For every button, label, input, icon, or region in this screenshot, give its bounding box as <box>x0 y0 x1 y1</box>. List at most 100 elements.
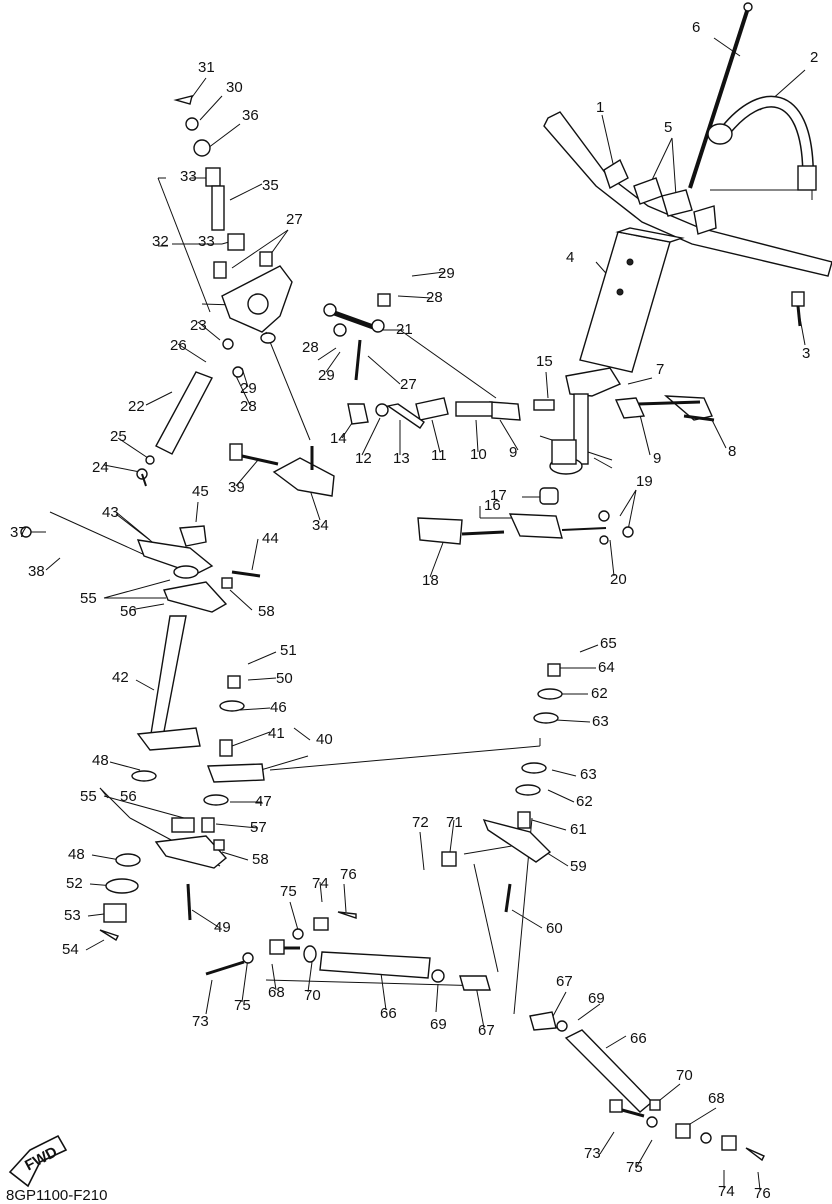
drawing-code: 8GP1100-F210 <box>6 1187 107 1204</box>
callout-9: 9 <box>509 444 517 461</box>
callout-46: 46 <box>270 699 287 716</box>
rod-9-10-11 <box>347 397 521 429</box>
steering-arm-43 <box>20 525 261 578</box>
callout-26: 26 <box>170 337 187 354</box>
callout-29: 29 <box>318 367 335 384</box>
callout-56: 56 <box>120 603 137 620</box>
callout-66: 66 <box>630 1030 647 1047</box>
callout-68: 68 <box>268 984 285 1001</box>
callout-28: 28 <box>302 339 319 356</box>
handlebar-holder <box>633 177 717 235</box>
callout-12: 12 <box>355 450 372 467</box>
fwd-arrow-icon: FWD <box>8 1134 68 1188</box>
callout-41: 41 <box>268 725 285 742</box>
callout-28: 28 <box>240 398 257 415</box>
upper-arm-55-56 <box>163 565 233 613</box>
tie-rod-66-right <box>529 1011 765 1162</box>
callout-10: 10 <box>470 446 487 463</box>
callout-33: 33 <box>198 233 215 250</box>
callout-55: 55 <box>80 590 97 607</box>
callout-17: 17 <box>490 487 507 504</box>
callout-48: 48 <box>92 752 109 769</box>
callout-34: 34 <box>312 517 329 534</box>
relay-arm-59 <box>441 818 552 913</box>
callout-62: 62 <box>591 685 608 702</box>
steering-column-cover <box>579 227 685 373</box>
callout-24: 24 <box>92 459 109 476</box>
callout-27: 27 <box>286 211 303 228</box>
callout-61: 61 <box>570 821 587 838</box>
callout-42: 42 <box>112 669 129 686</box>
callout-16: 16 <box>484 497 501 514</box>
bracket-34 <box>229 443 335 497</box>
bolts-19-20 <box>561 510 634 545</box>
callout-69: 69 <box>430 1016 447 1033</box>
callout-67: 67 <box>478 1022 495 1039</box>
callout-67: 67 <box>556 973 573 990</box>
callout-51: 51 <box>280 642 297 659</box>
callout-43: 43 <box>102 504 119 521</box>
stack-61-65 <box>515 663 563 829</box>
callout-73: 73 <box>584 1145 601 1162</box>
upper-bracket <box>213 251 293 344</box>
tie-rod-66-left <box>205 911 491 991</box>
bolt-3 <box>791 291 805 327</box>
callout-53: 53 <box>64 907 81 924</box>
callout-52: 52 <box>66 875 83 892</box>
callout-20: 20 <box>610 571 627 588</box>
callout-22: 22 <box>128 398 145 415</box>
callout-59: 59 <box>570 858 587 875</box>
callout-32: 32 <box>152 233 169 250</box>
callout-39: 39 <box>228 479 245 496</box>
callout-21: 21 <box>396 321 413 338</box>
callout-75: 75 <box>234 997 251 1014</box>
callout-30: 30 <box>226 79 243 96</box>
top-stack-30-36 <box>173 95 245 251</box>
callout-65: 65 <box>600 635 617 652</box>
callout-76: 76 <box>340 866 357 883</box>
callout-72: 72 <box>412 814 429 831</box>
callout-14: 14 <box>330 430 347 447</box>
callout-58: 58 <box>258 603 275 620</box>
callout-56: 56 <box>120 788 137 805</box>
callout-13: 13 <box>393 450 410 467</box>
callout-27: 27 <box>400 376 417 393</box>
callout-3: 3 <box>802 345 810 362</box>
steering-shaft-42 <box>136 615 201 751</box>
callout-70: 70 <box>304 987 321 1004</box>
callout-63: 63 <box>592 713 609 730</box>
callout-38: 38 <box>28 563 45 580</box>
callout-9: 9 <box>653 450 661 467</box>
callout-50: 50 <box>276 670 293 687</box>
bushing-17 <box>539 487 559 505</box>
part-drawings <box>20 2 832 1162</box>
callout-4: 4 <box>566 249 574 266</box>
callout-28: 28 <box>426 289 443 306</box>
callout-31: 31 <box>198 59 215 76</box>
callout-2: 2 <box>810 49 818 66</box>
callout-73: 73 <box>192 1013 209 1030</box>
callout-25: 25 <box>110 428 127 445</box>
callout-45: 45 <box>192 483 209 500</box>
callout-58: 58 <box>252 851 269 868</box>
pitman-arm-16 <box>508 513 563 539</box>
callout-7: 7 <box>656 361 664 378</box>
pitman-40-41 <box>201 675 265 833</box>
callout-19: 19 <box>636 473 653 490</box>
callout-5: 5 <box>664 119 672 136</box>
callout-29: 29 <box>240 380 257 397</box>
link-18 <box>417 517 505 545</box>
callout-8: 8 <box>728 443 736 460</box>
callout-62: 62 <box>576 793 593 810</box>
callout-33: 33 <box>180 168 197 185</box>
callout-70: 70 <box>676 1067 693 1084</box>
callout-63: 63 <box>580 766 597 783</box>
handle-grip-hose <box>707 95 817 191</box>
tie-rod-22 <box>136 338 244 487</box>
callout-68: 68 <box>708 1090 725 1107</box>
callout-1: 1 <box>596 99 604 116</box>
callout-44: 44 <box>262 530 279 547</box>
steering-shaft-upper <box>549 367 622 475</box>
